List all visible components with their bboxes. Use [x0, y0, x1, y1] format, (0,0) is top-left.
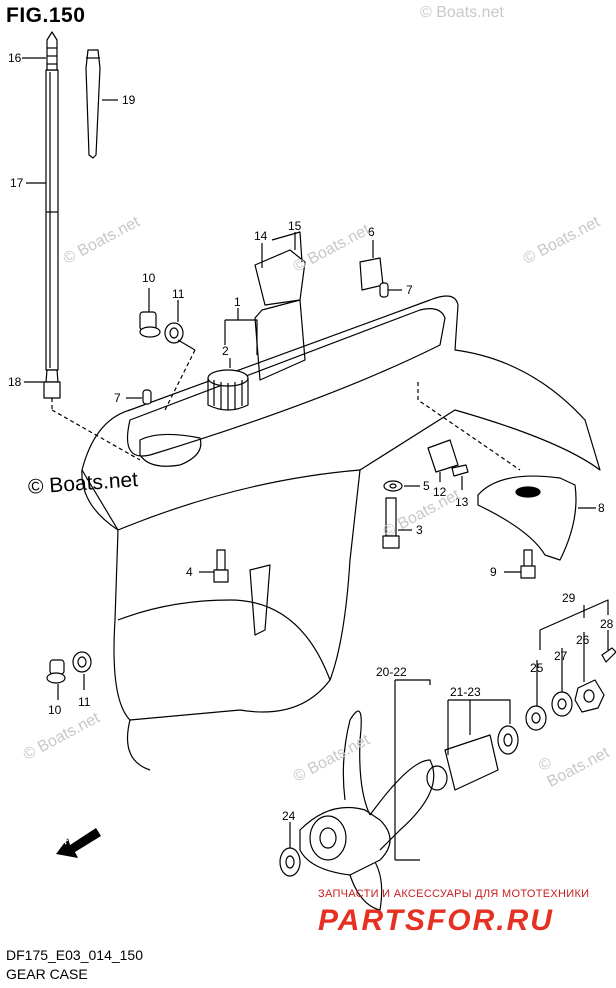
callout-1[interactable]: 1	[234, 295, 241, 309]
callout-2[interactable]: 2	[222, 344, 229, 358]
ad-brand-logo[interactable]: PARTSFOR.RU	[318, 904, 554, 937]
callout-19[interactable]: 19	[122, 93, 136, 107]
callout-26[interactable]: 26	[576, 633, 590, 647]
figure-subtitle: GEAR CASE	[6, 966, 88, 982]
callout-27[interactable]: 27	[554, 649, 568, 663]
washer[interactable]	[383, 480, 403, 492]
callout-8[interactable]: 8	[598, 501, 605, 515]
rod-tip[interactable]	[46, 31, 58, 71]
bolt-4[interactable]	[213, 549, 229, 583]
trim-tab-anode[interactable]	[477, 475, 577, 561]
callout-21-23[interactable]: 21-23	[450, 685, 481, 699]
callout-17[interactable]: 17	[10, 176, 24, 190]
callout-12[interactable]: 12	[433, 485, 447, 499]
ad-tagline: ЗАПЧАСТИ И АКСЕССУАРЫ ДЛЯ МОТОТЕХНИКИ	[318, 888, 590, 900]
callout-13[interactable]: 13	[455, 495, 469, 509]
fwd-arrow-icon	[56, 828, 101, 858]
callout-6[interactable]: 6	[368, 225, 375, 239]
gasket-upper[interactable]	[164, 322, 184, 344]
leader-lines	[22, 57, 609, 861]
washer-25[interactable]	[525, 705, 547, 731]
callout-16[interactable]: 16	[8, 51, 22, 65]
bearing-housing[interactable]	[207, 369, 249, 411]
shift-rod[interactable]	[45, 69, 59, 371]
callout-10-upper[interactable]: 10	[142, 271, 156, 285]
figure-code: DF175_E03_014_150	[6, 947, 144, 963]
watermark: © Boats.net	[420, 4, 504, 21]
block-screw[interactable]	[451, 464, 469, 477]
callout-7-right[interactable]: 7	[406, 283, 413, 297]
callout-9[interactable]: 9	[490, 565, 497, 579]
callout-24[interactable]: 24	[282, 809, 296, 823]
callout-14[interactable]: 14	[254, 229, 268, 243]
gear-case-housing[interactable]	[81, 295, 601, 771]
rod-fitting[interactable]	[43, 369, 61, 399]
callout-25[interactable]: 25	[530, 661, 544, 675]
callout-18[interactable]: 18	[8, 375, 22, 389]
callout-29[interactable]: 29	[562, 591, 576, 605]
propeller-nut[interactable]	[574, 679, 605, 713]
cable-tie[interactable]	[85, 49, 101, 159]
gasket-lower[interactable]	[72, 651, 92, 673]
figure-title: FIG.150	[6, 4, 86, 27]
callout-7-left[interactable]: 7	[114, 391, 121, 405]
bolt-3[interactable]	[382, 497, 400, 549]
bolt-9[interactable]	[520, 549, 536, 579]
cotter-pin[interactable]	[601, 647, 616, 663]
propeller[interactable]	[299, 710, 435, 911]
callout-5[interactable]: 5	[423, 479, 430, 493]
callout-20-22[interactable]: 20-22	[376, 665, 407, 679]
callout-labels: 16 19 17 18 10 11 1 2 14 15 6 7 7 5 12 1…	[8, 51, 614, 823]
callout-28[interactable]: 28	[600, 617, 614, 631]
spacer[interactable]	[426, 734, 499, 791]
callout-15[interactable]: 15	[288, 219, 302, 233]
callout-11-upper[interactable]: 11	[172, 287, 185, 301]
callout-4[interactable]: 4	[186, 565, 193, 579]
drain-plug-upper[interactable]	[139, 311, 161, 338]
callout-10-lower[interactable]: 10	[48, 703, 62, 717]
washer-27[interactable]	[551, 691, 573, 717]
thrust-washer[interactable]	[497, 725, 519, 755]
callout-11-lower[interactable]: 11	[78, 695, 91, 709]
drain-plug-lower[interactable]	[46, 659, 66, 684]
callout-3[interactable]: 3	[416, 523, 423, 537]
bracket-block[interactable]	[427, 439, 459, 473]
clip[interactable]	[254, 231, 306, 306]
propeller-spacer-24[interactable]	[279, 847, 301, 877]
